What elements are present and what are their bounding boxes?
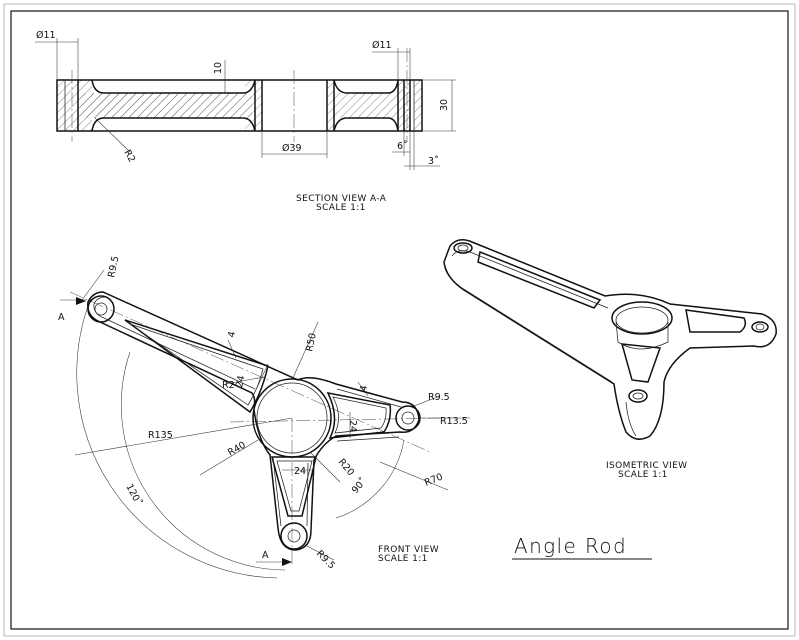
dim-diameter-11-right: Ø11 — [372, 40, 392, 51]
front-view-caption: FRONT VIEW — [378, 545, 439, 555]
dim-angle-6: 6˚ — [397, 141, 408, 152]
front-dimensions — [60, 269, 470, 563]
section-marker-bottom: A — [262, 550, 269, 561]
iso-view-caption: ISOMETRIC VIEW — [606, 461, 687, 471]
dim-r40: R40 — [226, 440, 248, 459]
construction-arc-r70 — [335, 439, 405, 519]
dim-angle-90: 90˚ — [350, 476, 369, 496]
iso-view-scale: SCALE 1:1 — [618, 470, 668, 480]
dim-height-30: 30 — [439, 99, 450, 111]
hole-right — [401, 411, 415, 425]
isometric-view: ISOMETRIC VIEW SCALE 1:1 — [443, 239, 777, 480]
section-hatch — [57, 80, 422, 131]
pocket-arm-top — [124, 319, 269, 414]
dim-24-arm: 24 — [234, 375, 247, 389]
iso-hole-bottom — [632, 392, 644, 400]
dim-4-top: 4 — [226, 330, 238, 338]
hole-bottom — [287, 529, 301, 543]
dim-angle-120: 120˚ — [123, 482, 143, 507]
section-arrow-bottom — [282, 558, 292, 566]
sheet-frame — [10, 10, 789, 630]
hole-top-left — [94, 302, 108, 316]
sheet-outer-border — [3, 3, 796, 637]
dim-r20: R20 — [336, 457, 356, 478]
iso-hub-bore — [615, 306, 669, 334]
iso-boss-right — [751, 321, 769, 333]
iso-hole-left — [457, 244, 469, 252]
iso-hub-top — [611, 301, 673, 335]
iso-boss-bottom — [628, 389, 648, 403]
section-outline — [56, 48, 423, 142]
dim-radius-2-section: R2 — [121, 148, 137, 164]
dim-r135: R135 — [148, 430, 173, 441]
dim-r9-5-top: R9.5 — [106, 255, 121, 279]
boss-top-left — [87, 295, 115, 323]
section-view-caption: SECTION VIEW A-A — [296, 194, 387, 204]
pocket-arm-right — [326, 391, 392, 439]
boss-bottom — [280, 522, 308, 550]
section-marker-top: A — [58, 312, 65, 323]
dim-diameter-11-left: Ø11 — [36, 30, 56, 41]
dim-r70: R70 — [423, 472, 444, 489]
section-view-scale: SCALE 1:1 — [316, 203, 366, 213]
section-dimensions — [35, 38, 456, 170]
dim-4-right: 4 — [358, 384, 370, 392]
front-view: A A R9.5 R50 R2 24 4 4 24 R9.5 R13.5 R13… — [58, 255, 470, 579]
front-view-scale: SCALE 1:1 — [378, 554, 428, 564]
dim-r50: R50 — [304, 332, 319, 353]
construction-arc-r135 — [76, 297, 278, 579]
dim-r9-5-right: R9.5 — [428, 392, 450, 403]
dim-diameter-39: Ø39 — [282, 143, 302, 154]
iso-body-outline — [443, 239, 777, 440]
dim-r9-5-bottom: R9.5 — [314, 548, 337, 571]
section-view: Ø11 Ø11 10 30 R2 Ø39 6˚ 3˚ SECTION VIEW … — [35, 30, 456, 213]
dim-thickness-10: 10 — [213, 62, 224, 74]
dim-angle-3: 3˚ — [428, 156, 439, 167]
dim-r13-5: R13.5 — [440, 416, 468, 427]
iso-boss-left — [453, 242, 473, 254]
iso-pocket-bottom — [620, 343, 662, 383]
drawing-title: Angle Rod — [514, 534, 627, 558]
iso-pocket-right — [685, 309, 747, 333]
dim-r2-front: R2 — [222, 380, 235, 391]
dim-24-right: 24 — [347, 420, 358, 432]
title-block: Angle Rod — [512, 534, 652, 560]
construction-arc-120 — [120, 351, 286, 571]
pocket-arm-bottom — [271, 456, 317, 517]
iso-pocket-left — [477, 250, 602, 309]
boss-right — [395, 405, 421, 431]
centerline-arm-top — [69, 291, 431, 453]
hub-inner-circle — [256, 382, 328, 454]
section-arrow-top — [76, 297, 86, 305]
dim-24-bottom: 24 — [294, 466, 306, 477]
iso-hole-right — [755, 323, 765, 331]
